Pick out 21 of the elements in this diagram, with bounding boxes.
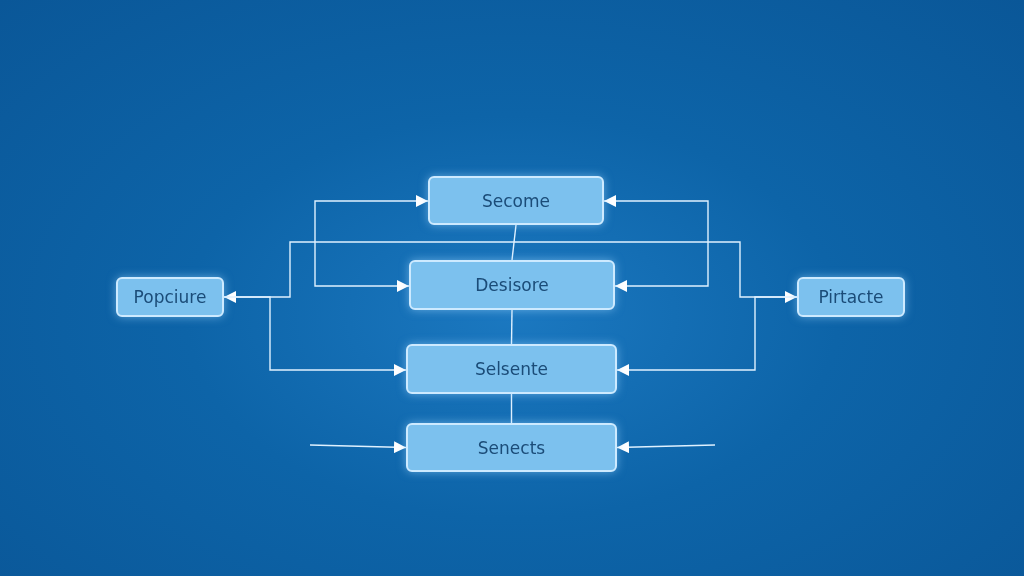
box-label: Pirtacte	[818, 287, 884, 307]
arrow	[603, 195, 709, 292]
arrow	[223, 296, 407, 376]
arrow	[309, 441, 407, 454]
arrow	[616, 296, 798, 376]
box-label: Popciure	[133, 287, 207, 307]
arrow	[616, 441, 716, 454]
box-label: Secome	[482, 190, 550, 211]
box-label: Selsente	[474, 359, 549, 379]
arrow	[314, 195, 429, 292]
box-label: Senects	[477, 437, 546, 458]
process-box	[406, 344, 617, 394]
process-box	[797, 277, 905, 317]
process-box	[409, 260, 615, 310]
box-label: Desisore	[475, 275, 549, 295]
connector-line	[510, 309, 513, 345]
connector-line	[510, 393, 513, 424]
process-box	[406, 423, 617, 472]
process-box	[116, 277, 224, 317]
process-box	[428, 176, 604, 225]
connector-line	[511, 224, 517, 261]
